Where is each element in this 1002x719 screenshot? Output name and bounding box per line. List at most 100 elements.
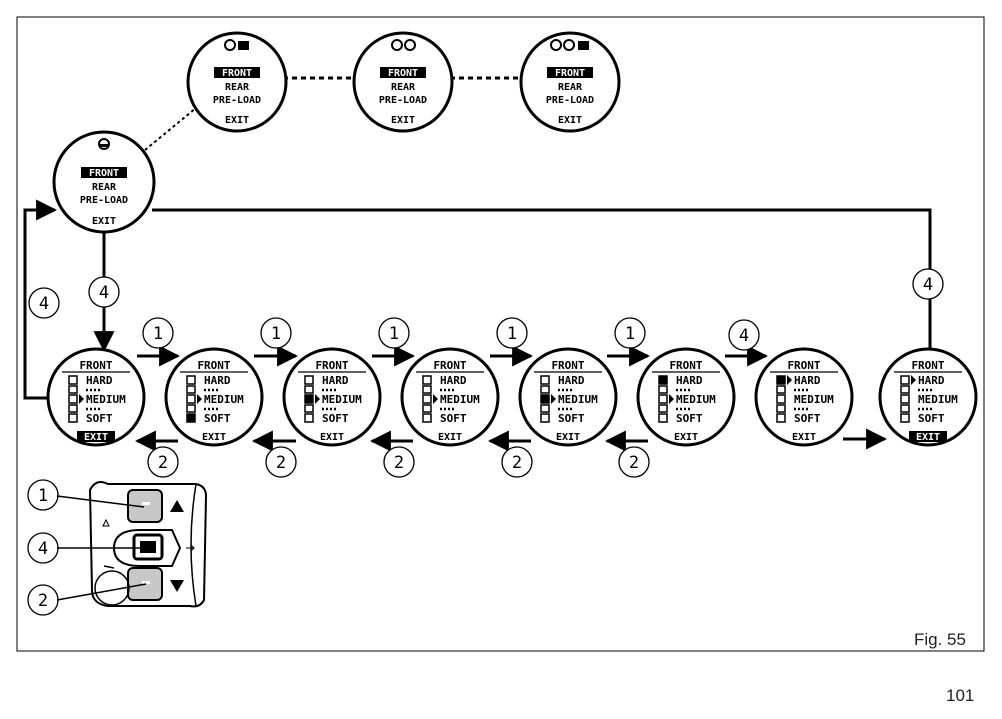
- level-box: [658, 394, 668, 404]
- level-box: [900, 394, 910, 404]
- level-box: [540, 413, 550, 423]
- callout-up: 1: [614, 317, 646, 349]
- damping-exit-label: EXIT: [438, 432, 462, 443]
- up-button[interactable]: [127, 489, 163, 523]
- menu-display-rider-luggage: FRONT REAR PRE-LOAD EXIT: [186, 31, 288, 133]
- svg-text:1: 1: [153, 324, 163, 344]
- small-up-marker-icon: [102, 518, 110, 527]
- menu-front-label: FRONT: [555, 68, 585, 79]
- menu-exit-label: EXIT: [225, 115, 249, 126]
- level-hard-label: HARD: [322, 374, 349, 387]
- level-medium-label: MEDIUM: [918, 393, 958, 406]
- level-hard-label: HARD: [440, 374, 467, 387]
- menu-exit-label: EXIT: [391, 115, 415, 126]
- menu-rear-label: REAR: [225, 82, 250, 93]
- damping-front-label: FRONT: [911, 359, 944, 372]
- callout-up: 1: [496, 317, 528, 349]
- level-hard-label: HARD: [204, 374, 231, 387]
- selector-arrow-icon: [433, 394, 438, 404]
- selector-arrow-icon: [669, 394, 674, 404]
- damping-exit-label: EXIT: [792, 432, 816, 443]
- confirm-rocker-button[interactable]: [112, 529, 182, 567]
- level-box: [186, 375, 196, 385]
- damping-front-label: FRONT: [197, 359, 230, 372]
- callout-confirm: 4: [912, 268, 944, 300]
- menu-display-rider-passenger-luggage: FRONT REAR PRE-LOAD EXIT: [519, 31, 621, 133]
- down-arrow-icon: [170, 580, 184, 592]
- svg-text:2: 2: [158, 453, 168, 473]
- horn-ring: [94, 570, 130, 606]
- callout-up: 1: [260, 317, 292, 349]
- menu-rear-label: REAR: [391, 82, 416, 93]
- svg-text:4: 4: [923, 275, 933, 295]
- menu-exit-label: EXIT: [558, 115, 582, 126]
- damping-front-label: FRONT: [551, 359, 584, 372]
- callout-confirm: 4: [28, 287, 60, 319]
- callout-down: 2: [265, 446, 297, 478]
- level-box: [540, 375, 550, 385]
- level-medium-label: MEDIUM: [322, 393, 362, 406]
- level-soft-label: SOFT: [558, 412, 585, 425]
- menu-rear-label: REAR: [558, 82, 583, 93]
- level-medium-label: MEDIUM: [440, 393, 480, 406]
- damping-exit-label: EXIT: [202, 432, 226, 443]
- level-box: [900, 413, 910, 423]
- menu-front-label: FRONT: [89, 168, 119, 179]
- menu-front-label: FRONT: [388, 68, 418, 79]
- selector-arrow-icon: [315, 394, 320, 404]
- svg-text:1: 1: [507, 324, 517, 344]
- svg-text:4: 4: [38, 539, 48, 559]
- svg-text:4: 4: [39, 294, 49, 314]
- level-soft-label: SOFT: [918, 412, 945, 425]
- level-hard-label: HARD: [794, 374, 821, 387]
- menu-front-label: FRONT: [222, 68, 252, 79]
- svg-text:1: 1: [625, 324, 635, 344]
- level-hard-label: HARD: [558, 374, 585, 387]
- level-box: [658, 375, 668, 385]
- figure-frame: [16, 16, 985, 652]
- level-box: [304, 413, 314, 423]
- level-soft-label: SOFT: [204, 412, 231, 425]
- menu-preload-label: PRE-LOAD: [546, 95, 594, 106]
- svg-text:2: 2: [38, 591, 48, 611]
- selector-arrow-icon: [197, 394, 202, 404]
- level-box: [422, 375, 432, 385]
- level-box: [422, 394, 432, 404]
- menu-exit-label: EXIT: [92, 216, 116, 227]
- svg-text:1: 1: [38, 486, 48, 506]
- page-number: 101: [946, 686, 975, 705]
- level-box: [186, 394, 196, 404]
- handlebar-switch-illustration: [56, 481, 208, 608]
- damping-front-label: FRONT: [433, 359, 466, 372]
- damping-exit-label: EXIT: [84, 432, 108, 443]
- level-box: [304, 394, 314, 404]
- damping-front-label: FRONT: [669, 359, 702, 372]
- menu-preload-label: PRE-LOAD: [379, 95, 427, 106]
- damping-display: FRONT HARD MEDIUM SOFT EXIT: [400, 347, 500, 447]
- callout-down: 2: [147, 446, 179, 478]
- level-soft-label: SOFT: [86, 412, 113, 425]
- svg-text:2: 2: [512, 453, 522, 473]
- level-soft-label: SOFT: [440, 412, 467, 425]
- rider-luggage-icon: [224, 39, 249, 51]
- damping-front-label: FRONT: [787, 359, 820, 372]
- callout-up: 1: [27, 479, 59, 511]
- svg-text:4: 4: [99, 283, 109, 303]
- menu-display-rider: FRONT REAR PRE-LOAD EXIT: [52, 130, 156, 234]
- svg-text:4: 4: [739, 326, 749, 346]
- menu-preload-label: PRE-LOAD: [213, 95, 261, 106]
- callout-down: 2: [383, 446, 415, 478]
- damping-front-label: FRONT: [315, 359, 348, 372]
- callout-confirm: 4: [728, 319, 760, 351]
- level-box: [68, 413, 78, 423]
- svg-text:1: 1: [389, 324, 399, 344]
- menu-display-rider-passenger: FRONT REAR PRE-LOAD EXIT: [352, 31, 454, 133]
- level-medium-label: MEDIUM: [794, 393, 834, 406]
- level-hard-label: HARD: [676, 374, 703, 387]
- selector-arrow-icon: [79, 394, 84, 404]
- rider-passenger-icon: [391, 39, 416, 51]
